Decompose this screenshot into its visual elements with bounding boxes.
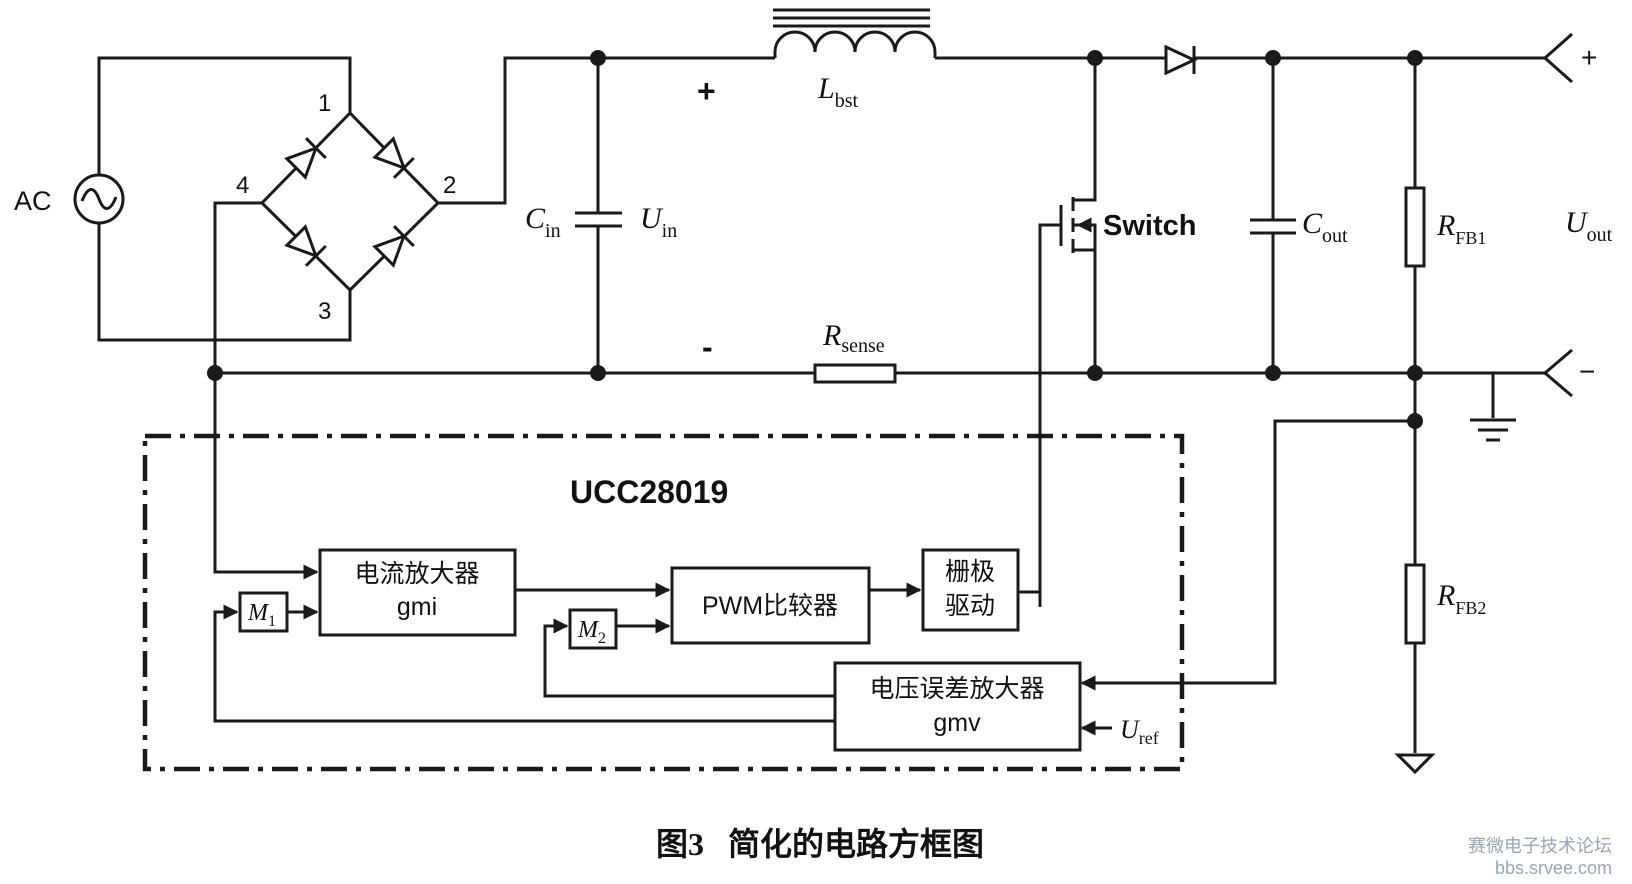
voltage-amp-line1: 电压误差放大器 <box>869 675 1044 703</box>
c-in-label: Cin <box>525 202 561 242</box>
switch-label: Switch <box>1103 210 1196 242</box>
gate-driver-line2: 驱动 <box>945 592 995 620</box>
current-amp-line1: 电流放大器 <box>354 560 479 588</box>
junction-dots <box>207 50 1423 429</box>
bridge-negative-wire <box>213 201 262 373</box>
r-sense-resistor <box>813 363 897 384</box>
bridge-positive-wire <box>438 56 775 205</box>
input-minus-label: - <box>702 329 713 365</box>
current-amplifier-block <box>318 548 517 637</box>
r-fb2-label: RFB2 <box>1436 579 1486 618</box>
feedback-wire <box>1080 419 1415 691</box>
bridge-rectifier <box>259 110 441 293</box>
pin-1-label: 1 <box>318 90 331 117</box>
r-fb1-label: RFB1 <box>1436 209 1486 248</box>
boost-diode <box>1164 44 1196 76</box>
pwm-comparator-block <box>670 566 871 645</box>
ucc28019-boundary <box>142 433 1185 772</box>
pin-2-label: 2 <box>443 172 456 199</box>
internal-wiring <box>213 373 1112 736</box>
pin-4-label: 4 <box>236 172 249 199</box>
ground-icon <box>1470 373 1516 442</box>
input-plus-label: + <box>697 73 716 109</box>
u-ref-label: Uref <box>1120 715 1159 748</box>
m1-label: M1 <box>247 600 276 630</box>
m2-label: M2 <box>577 617 606 647</box>
watermark-line1: 赛微电子技术论坛 <box>1468 836 1612 856</box>
gate-driver-block <box>921 548 1020 632</box>
output-minus-label: − <box>1579 356 1595 387</box>
chip-title: UCC28019 <box>570 474 728 510</box>
output-plus-terminal <box>1544 32 1573 84</box>
m2-multiplier-block <box>568 608 618 650</box>
m1-multiplier-block <box>238 591 289 633</box>
r-sense-label: Rsense <box>822 319 885 357</box>
u-out-label: Uout <box>1565 206 1613 246</box>
pin-3-label: 3 <box>318 298 331 325</box>
output-minus-terminal <box>1544 348 1573 398</box>
figure-caption: 图3 简化的电路方框图 <box>656 826 984 862</box>
c-out-capacitor <box>1250 58 1296 373</box>
ac-label: AC <box>14 186 52 216</box>
output-plus-label: + <box>1581 42 1597 73</box>
ac-source <box>73 56 352 342</box>
gate-driver-line1: 栅极 <box>945 558 995 586</box>
boost-inductor <box>773 8 937 58</box>
u-in-label: Uin <box>640 202 677 242</box>
r-fb2-resistor <box>1404 563 1426 645</box>
voltage-amp-line2: gmv <box>933 709 981 737</box>
voltage-error-amplifier-block <box>833 661 1082 752</box>
ground-triangle-icon <box>1394 753 1436 775</box>
l-bst-label: Lbst <box>817 72 858 112</box>
watermark-line2: bbs.srvee.com <box>1495 858 1612 878</box>
mosfet-switch <box>1038 58 1097 607</box>
pwm-comparator-label: PWM比较器 <box>702 592 838 620</box>
r-fb1-resistor <box>1404 186 1426 268</box>
current-amp-line2: gmi <box>397 593 437 621</box>
c-out-label: Cout <box>1302 207 1348 247</box>
c-in-capacitor <box>575 58 622 373</box>
